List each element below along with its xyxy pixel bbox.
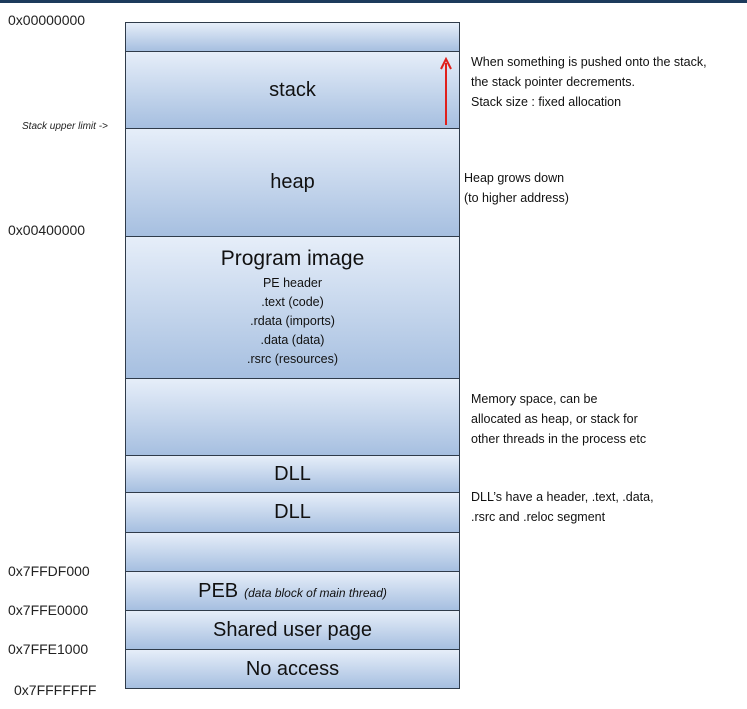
address-label: 0x00000000 [8,12,86,28]
address-label: 0x7FFDF000 [8,563,90,579]
address-label: 0x7FFE0000 [8,602,89,618]
stack-note: When something is pushed onto the stack,… [471,52,707,112]
memory-space-note: Memory space, can be allocated as heap, … [471,389,646,449]
peb-note: (data block of main thread) [244,585,387,600]
program-image-section: .rdata (imports) [250,313,335,328]
segment-stack: stack [125,51,460,129]
stack-upper-limit-label: Stack upper limit -> [22,121,108,132]
segment-program-image: Program image PE header .text (code) .rd… [125,236,460,379]
note-line: other threads in the process etc [471,432,647,446]
segment-no-access: No access [125,649,460,689]
heap-label: heap [270,171,315,193]
heap-note: Heap grows down (to higher address) [464,168,569,208]
address-label: 0x00400000 [8,222,86,238]
note-line: .rsrc and .reloc segment [471,510,606,524]
dll-label: DLL [274,462,311,485]
dll-note: DLL’s have a header, .text, .data, .rsrc… [471,487,654,527]
program-image-section: .data (data) [260,332,325,347]
segment-reserved-top [125,22,460,52]
segment-dll-1: DLL [125,455,460,493]
address-label: 0x7FFE1000 [8,641,89,657]
shared-user-page-label: Shared user page [212,618,372,641]
no-access-label: No access [245,657,340,680]
note-line: (to higher address) [464,191,569,205]
stack-label: stack [269,78,316,101]
peb-label: PEB [198,579,239,602]
note-line: the stack pointer decrements. [471,75,635,89]
note-line: allocated as heap, or stack for [471,412,638,426]
segment-memory-space [125,378,460,456]
note-line: When something is pushed onto the stack, [471,55,707,69]
segment-gap [125,532,460,572]
segment-peb: PEB (data block of main thread) [125,571,460,611]
note-line: Memory space, can be [471,392,598,406]
top-bar [0,0,747,3]
note-line: Stack size : fixed allocation [471,95,622,109]
segment-shared-user-page: Shared user page [125,610,460,650]
dll-label: DLL [274,501,311,523]
address-label: 0x7FFFFFFF [14,682,97,698]
program-image-section: .text (code) [261,294,324,309]
arrow-up-icon [440,57,452,125]
program-image-title: Program image [220,246,365,270]
program-image-section: .rsrc (resources) [247,351,338,366]
note-line: DLL’s have a header, .text, .data, [471,490,654,504]
note-line: Heap grows down [464,171,565,185]
segment-heap: heap [125,128,460,237]
segment-dll-2: DLL [125,492,460,533]
program-image-section: PE header [262,275,323,290]
